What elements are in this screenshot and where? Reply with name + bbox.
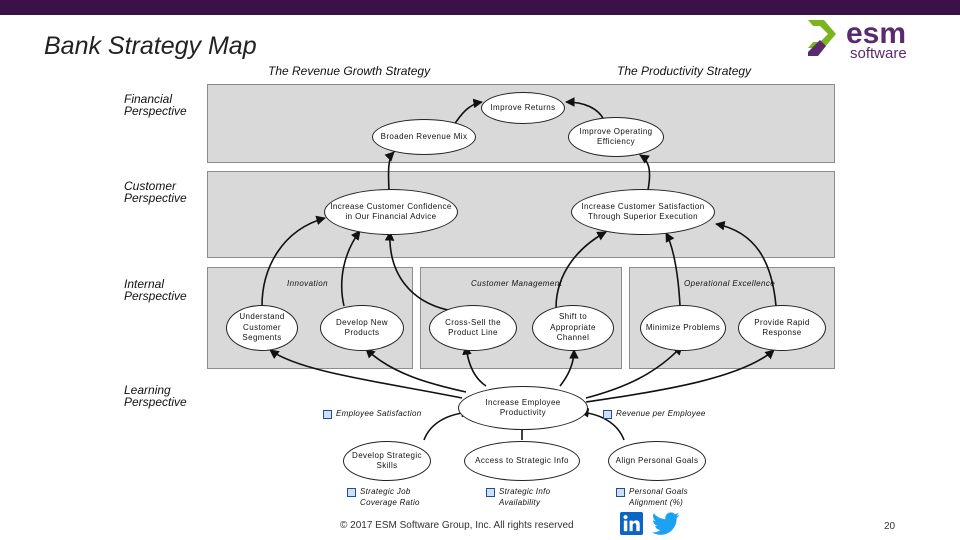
arrow-productivity-to-understand: [269, 349, 463, 399]
arrow-products-to-confidence: [340, 230, 361, 307]
arrow-minimize-to-satisfaction: [665, 232, 681, 307]
job-coverage-text: Strategic Job Coverage Ratio: [360, 487, 420, 507]
info-availability-text: Strategic Info Availability: [499, 487, 551, 507]
strategic-skills-objective: Develop Strategic Skills: [343, 441, 431, 481]
employee-satisfaction-text: Employee Satisfaction: [336, 409, 422, 418]
twitter-icon[interactable]: [652, 512, 680, 536]
page-number: 20: [884, 521, 896, 532]
customer-confidence-objective: Increase Customer Confidence in Our Fina…: [324, 189, 458, 235]
employee-productivity-objective: Increase Employee Productivity: [458, 386, 588, 430]
job-coverage-measure: Strategic Job Coverage Ratio: [347, 487, 420, 508]
productivity-strategy-label: The Productivity Strategy: [617, 64, 752, 78]
operational-excellence-label: Operational Excellence: [684, 279, 776, 288]
checkbox-bullet-icon: [603, 410, 612, 419]
arrow-shift-to-satisfaction: [555, 231, 607, 309]
revenue-per-employee-text: Revenue per Employee: [616, 409, 706, 418]
revenue-strategy-label: The Revenue Growth Strategy: [268, 64, 431, 78]
copyright-text: © 2017 ESM Software Group, Inc. All righ…: [340, 520, 574, 531]
improve-operating-efficiency-objective: Improve Operating Efficiency: [568, 117, 664, 157]
goals-alignment-measure: Personal Goals Alignment (%): [616, 487, 688, 508]
improve-returns-objective: Improve Returns: [481, 92, 565, 124]
customer-satisfaction-objective: Increase Customer Satisfaction Through S…: [571, 189, 715, 235]
checkbox-bullet-icon: [347, 488, 356, 497]
arrow-productivity-to-crosssell: [462, 345, 487, 387]
cross-sell-objective: Cross-Sell the Product Line: [429, 305, 517, 351]
linkedin-icon[interactable]: [620, 512, 643, 535]
checkbox-bullet-icon: [616, 488, 625, 497]
esm-logo: esm software: [808, 17, 907, 62]
develop-products-objective: Develop New Products: [320, 305, 404, 351]
checkbox-bullet-icon: [486, 488, 495, 497]
strategic-info-objective: Access to Strategic Info: [464, 441, 580, 481]
page-title: Bank Strategy Map: [44, 32, 257, 60]
goals-alignment-text: Personal Goals Alignment (%): [629, 487, 688, 507]
learning-perspective-label: Learning Perspective: [124, 383, 187, 409]
top-bar: [0, 0, 960, 15]
arrow-productivity-to-shift: [559, 349, 579, 387]
customer-management-label: Customer Management: [471, 279, 563, 288]
arrow-understand-to-confidence: [261, 215, 326, 307]
logo-software-text: software: [850, 45, 907, 62]
arrow-productivity-to-rapid: [585, 349, 775, 403]
arrow-productivity-to-minimize: [585, 345, 683, 399]
minimize-problems-objective: Minimize Problems: [640, 305, 726, 351]
customer-band: [207, 171, 835, 258]
shift-channel-objective: Shift to Appropriate Channel: [532, 305, 614, 351]
arrow-crosssell-to-confidence: [384, 231, 449, 311]
internal-perspective-label: Internal Perspective: [124, 277, 187, 303]
understand-segments-objective: Understand Customer Segments: [226, 305, 298, 351]
customer-perspective-label: Customer Perspective: [124, 179, 187, 205]
checkbox-bullet-icon: [323, 410, 332, 419]
arrow-rapid-to-satisfaction: [715, 220, 777, 307]
broaden-revenue-mix-objective: Broaden Revenue Mix: [372, 119, 476, 155]
employee-satisfaction-measure: Employee Satisfaction: [323, 409, 421, 420]
arrow-satisfaction-to-efficiency: [639, 154, 651, 191]
info-availability-measure: Strategic Info Availability: [486, 487, 550, 508]
personal-goals-objective: Align Personal Goals: [608, 441, 706, 481]
revenue-per-employee-measure: Revenue per Employee: [603, 409, 706, 420]
logo-esm-text: esm: [846, 17, 906, 50]
arrow-confidence-to-revenue: [384, 151, 395, 191]
arrow-productivity-to-products: [365, 348, 467, 393]
innovation-label: Innovation: [287, 279, 328, 288]
financial-perspective-label: Financial Perspective: [124, 92, 187, 118]
rapid-response-objective: Provide Rapid Response: [738, 305, 826, 351]
